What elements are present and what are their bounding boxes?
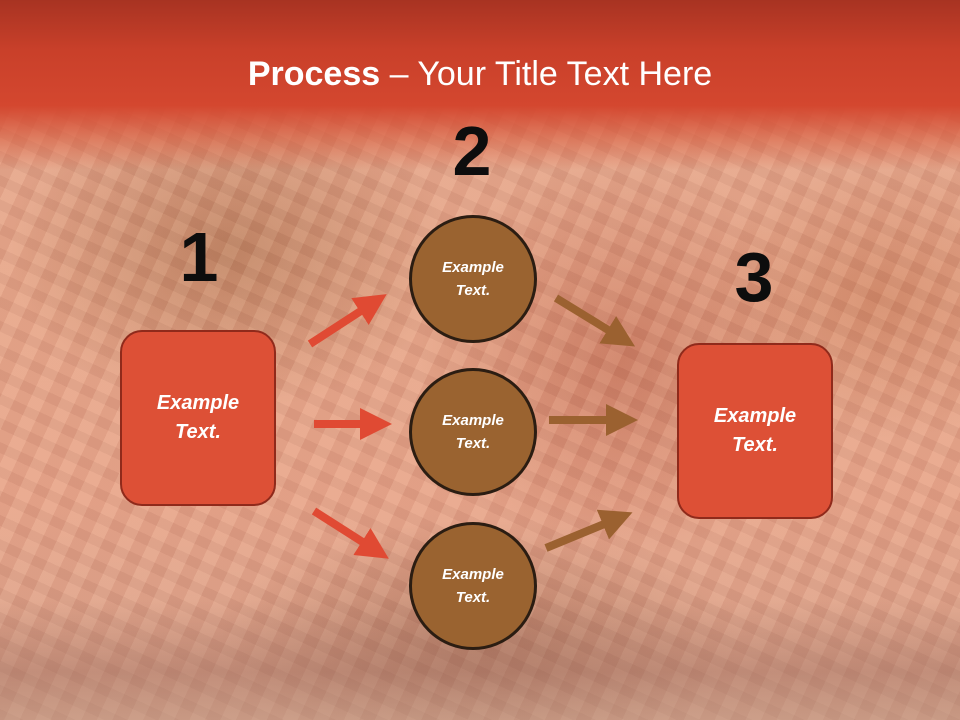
step-2-circle-middle: Example Text. xyxy=(409,368,537,496)
step-2-circle-bottom: Example Text. xyxy=(409,522,537,650)
step-3-box: Example Text. xyxy=(677,343,833,519)
step-3-label-line2: Text. xyxy=(732,434,778,456)
step-2-circle-top: Example Text. xyxy=(409,215,537,343)
arrow-up-right-red xyxy=(307,294,387,348)
arrow-down-right-brown xyxy=(553,294,636,347)
title-bar xyxy=(0,0,960,170)
title-rest: – Your Title Text Here xyxy=(380,55,713,93)
step-number-3: 3 xyxy=(734,238,774,316)
arrow-up-right-brown xyxy=(544,509,633,552)
circle-middle-label-line2: Text. xyxy=(455,435,491,452)
step-1-label-line2: Text. xyxy=(175,421,221,443)
step-3-label-line1: Example xyxy=(713,405,797,427)
title-bold: Process xyxy=(247,55,381,93)
circle-top-label-line1: Example xyxy=(442,259,504,276)
circle-top-label-line2: Text. xyxy=(455,282,491,299)
circle-bottom-label-line1: Example xyxy=(442,566,504,583)
slide-title: Process – Your Title Text Here xyxy=(0,52,960,96)
step-number-2: 2 xyxy=(452,112,492,190)
step-1-label-line1: Example xyxy=(156,392,240,414)
arrow-down-right-red xyxy=(311,507,389,559)
circle-middle-label-line1: Example xyxy=(442,412,504,429)
circle-bottom-label-line2: Text. xyxy=(455,589,491,606)
step-number-1: 1 xyxy=(179,218,219,296)
step-1-box: Example Text. xyxy=(120,330,276,506)
